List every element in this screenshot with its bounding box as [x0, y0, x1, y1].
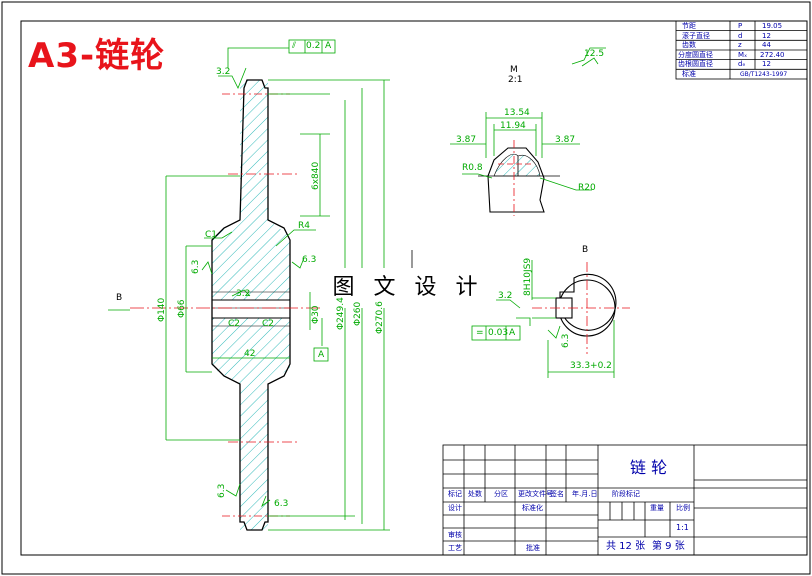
scale-value: 1:1 — [676, 523, 689, 532]
datum-a-main: A — [318, 350, 325, 360]
weight-label: 重量 — [650, 504, 664, 512]
param-name: 分度圆直径 — [678, 51, 713, 59]
dim-c2-left: C2 — [228, 319, 241, 329]
part-name: 链 轮 — [630, 458, 668, 477]
tooth-dimensions — [450, 47, 606, 191]
tb-label: 处数 — [468, 490, 482, 498]
param-name: 滚子直径 — [682, 32, 710, 40]
param-value: 44 — [762, 41, 771, 49]
sprocket-outline — [211, 79, 291, 531]
tooth-outline — [487, 147, 545, 213]
dim-1194: 11.94 — [500, 121, 526, 131]
keyway-dimensions — [471, 260, 615, 378]
dim-d2: Φ260 — [353, 301, 363, 326]
tol-symbol: = — [476, 328, 484, 338]
dim-d3: Φ270.6 — [375, 301, 385, 334]
flatness-symbol: ⫽ — [292, 41, 297, 51]
dim-r20: R20 — [578, 183, 596, 193]
scale-label: 比例 — [676, 504, 690, 512]
dim-63-right: 6.3 — [302, 255, 317, 265]
dim-keyway-width: 8H10JS9 — [523, 257, 533, 296]
dim-diam140: Φ140 — [157, 297, 167, 322]
rough-32-keyway: 3.2 — [498, 291, 513, 301]
tb-label: 批准 — [526, 544, 540, 552]
drawing-title: A3-链轮 — [28, 36, 166, 76]
tb-label: 工艺 — [448, 544, 462, 552]
section-b-title: B — [582, 245, 589, 255]
tb-label: 签名 — [550, 490, 564, 498]
tb-label: 审核 — [448, 531, 462, 539]
dim-32-center: 3.2 — [236, 289, 251, 299]
tb-label: 标准化 — [522, 504, 543, 512]
sheet-total: 共 12 张 — [606, 541, 646, 552]
param-name: 节距 — [682, 22, 696, 30]
inner-frame — [20, 20, 808, 556]
dim-r08: R0.8 — [462, 163, 483, 173]
param-symbol: d — [738, 32, 743, 40]
roughness-top: 3.2 — [216, 67, 231, 77]
section-b-label: B — [116, 293, 123, 303]
tb-label: 年.月.日 — [572, 490, 598, 498]
watermark-text: 图 文 设 计 — [332, 268, 484, 308]
param-value: 19.05 — [762, 22, 783, 30]
tb-label: 设计 — [448, 504, 462, 512]
param-value: GB/T1243-1997 — [740, 71, 788, 78]
dim-6x840: 6x840 — [311, 161, 321, 190]
tb-label: 更改文件号 — [518, 490, 553, 498]
main-dimensions — [108, 39, 390, 531]
param-table-grid — [675, 20, 808, 80]
tol-value: 0.03 — [488, 328, 509, 338]
param-value: 12 — [762, 32, 771, 40]
dim-387-left: 3.87 — [456, 135, 477, 145]
param-name: 齿数 — [682, 41, 696, 49]
tb-label: 分区 — [494, 490, 508, 498]
rough-symbol-general: 12.5 — [584, 49, 605, 59]
param-value: 12 — [762, 60, 771, 68]
param-symbol: z — [738, 41, 742, 49]
dim-bore: Φ30 — [311, 305, 321, 324]
tb-label: 标记 — [448, 490, 462, 498]
keyway-section — [532, 262, 630, 354]
rough-bottom-left: 6.3 — [217, 483, 227, 498]
dim-r4: R4 — [298, 221, 310, 231]
detail-scale: 2:1 — [508, 75, 523, 85]
sheet-no: 第 9 张 — [652, 541, 685, 552]
title-block-grid — [442, 444, 808, 556]
rough-bottom-right: 6.3 — [274, 499, 289, 509]
stage-label: 阶段标记 — [612, 490, 640, 498]
section-hatch — [212, 80, 290, 300]
detail-label-m: M — [510, 65, 518, 75]
dim-d1: Φ249.4 — [336, 297, 346, 330]
param-name: 标准 — [682, 70, 696, 78]
flatness-value: 0.2 — [306, 41, 321, 51]
tooth-detail — [478, 140, 560, 216]
rough-63-keyway: 6.3 — [561, 333, 571, 348]
dim-1354: 13.54 — [504, 108, 530, 118]
param-symbol: P — [738, 22, 743, 30]
dim-63-left: 6.3 — [191, 259, 201, 274]
keyway-outline — [559, 273, 617, 331]
param-symbol: Mₓ — [738, 51, 748, 59]
dim-c2-right: C2 — [262, 319, 275, 329]
flatness-datum: A — [325, 41, 332, 51]
dim-length: 42 — [244, 349, 256, 359]
tol-datum: A — [509, 328, 516, 338]
dim-c1: C1 — [205, 230, 218, 240]
param-name: 齿根圆直径 — [678, 60, 713, 68]
param-symbol: dₑ — [738, 60, 746, 68]
sprocket-section — [130, 79, 320, 531]
dim-333: 33.3+0.2 — [570, 361, 612, 371]
dim-diam66: Φ66 — [177, 299, 187, 318]
section-hatch-lower — [212, 318, 290, 530]
param-value: 272.40 — [760, 51, 785, 59]
dim-387-right: 3.87 — [555, 135, 576, 145]
